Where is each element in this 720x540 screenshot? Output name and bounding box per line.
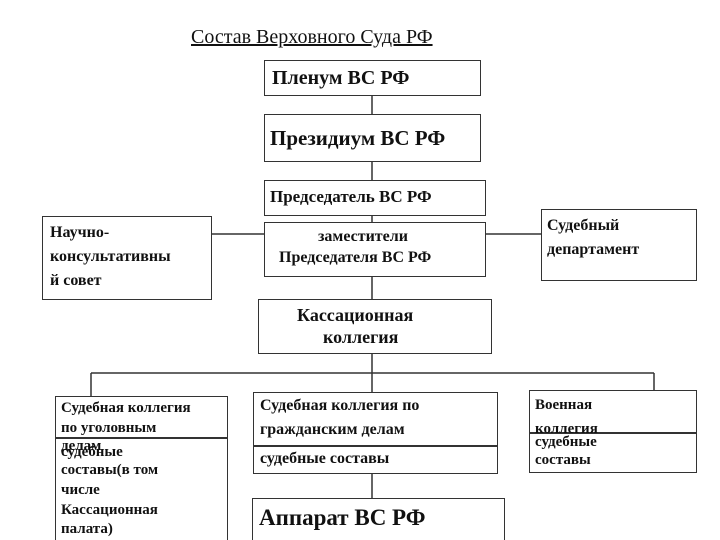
apparatus-box	[252, 498, 505, 540]
diagram-title: Состав Верховного Суда РФ	[191, 26, 433, 48]
criminal-panels-label-line2: составы(в том	[61, 462, 159, 478]
civil-panels-box	[253, 446, 498, 474]
criminal-board-label-line2: по уголовным	[61, 420, 157, 436]
civil-board-label-line2: гражданским делам	[260, 421, 405, 438]
criminal-board-label-line1: Судебная коллегия	[61, 400, 191, 416]
plenum-box	[264, 60, 481, 96]
scientific-council-box	[42, 216, 212, 300]
scientific-council-label-line1: Научно-	[50, 224, 110, 241]
cassation-board-label-line2: коллегия	[323, 327, 399, 347]
criminal-board-label-line3: делам	[61, 438, 102, 454]
military-board-label-line1: Военная	[535, 397, 593, 413]
cassation-board-label-line1: Кассационная	[297, 305, 414, 325]
chairman-label: Председатель ВС РФ	[270, 187, 432, 206]
criminal-panels-label-line1: судебные	[61, 444, 123, 460]
scientific-council-label-line2: консультативны	[50, 248, 171, 265]
deputies-label-line1: заместители	[318, 228, 408, 245]
plenum-label: Пленум ВС РФ	[272, 67, 410, 89]
judicial-department-label-line2: департамент	[547, 241, 640, 258]
military-panels-label-line1: судебные	[535, 434, 597, 450]
criminal-panels-label-line4: Кассационная	[61, 502, 158, 518]
civil-board-box	[253, 392, 498, 446]
judicial-department-label-line1: Судебный	[547, 217, 620, 234]
deputies-label-line2: Председателя ВС РФ	[279, 249, 432, 266]
scientific-council-label-line3: й совет	[50, 272, 102, 289]
cassation-board-box	[258, 299, 492, 354]
presidium-label: Президиум ВС РФ	[270, 126, 446, 150]
chairman-box	[264, 180, 486, 216]
military-panels-box	[529, 433, 697, 473]
judicial-department-box	[541, 209, 697, 281]
criminal-board-box	[55, 396, 228, 438]
apparatus-label: Аппарат ВС РФ	[259, 505, 426, 530]
civil-panels-label: судебные составы	[260, 450, 390, 467]
criminal-panels-box	[55, 438, 228, 540]
criminal-panels-label-line3: числе	[61, 482, 100, 498]
criminal-panels-label-line5: палата)	[61, 521, 113, 537]
presidium-box	[264, 114, 481, 162]
military-panels-label-line2: составы	[535, 452, 591, 468]
civil-board-label-line1: Судебная коллегия по	[260, 397, 420, 414]
military-board-box	[529, 390, 697, 433]
deputies-box	[264, 222, 486, 277]
